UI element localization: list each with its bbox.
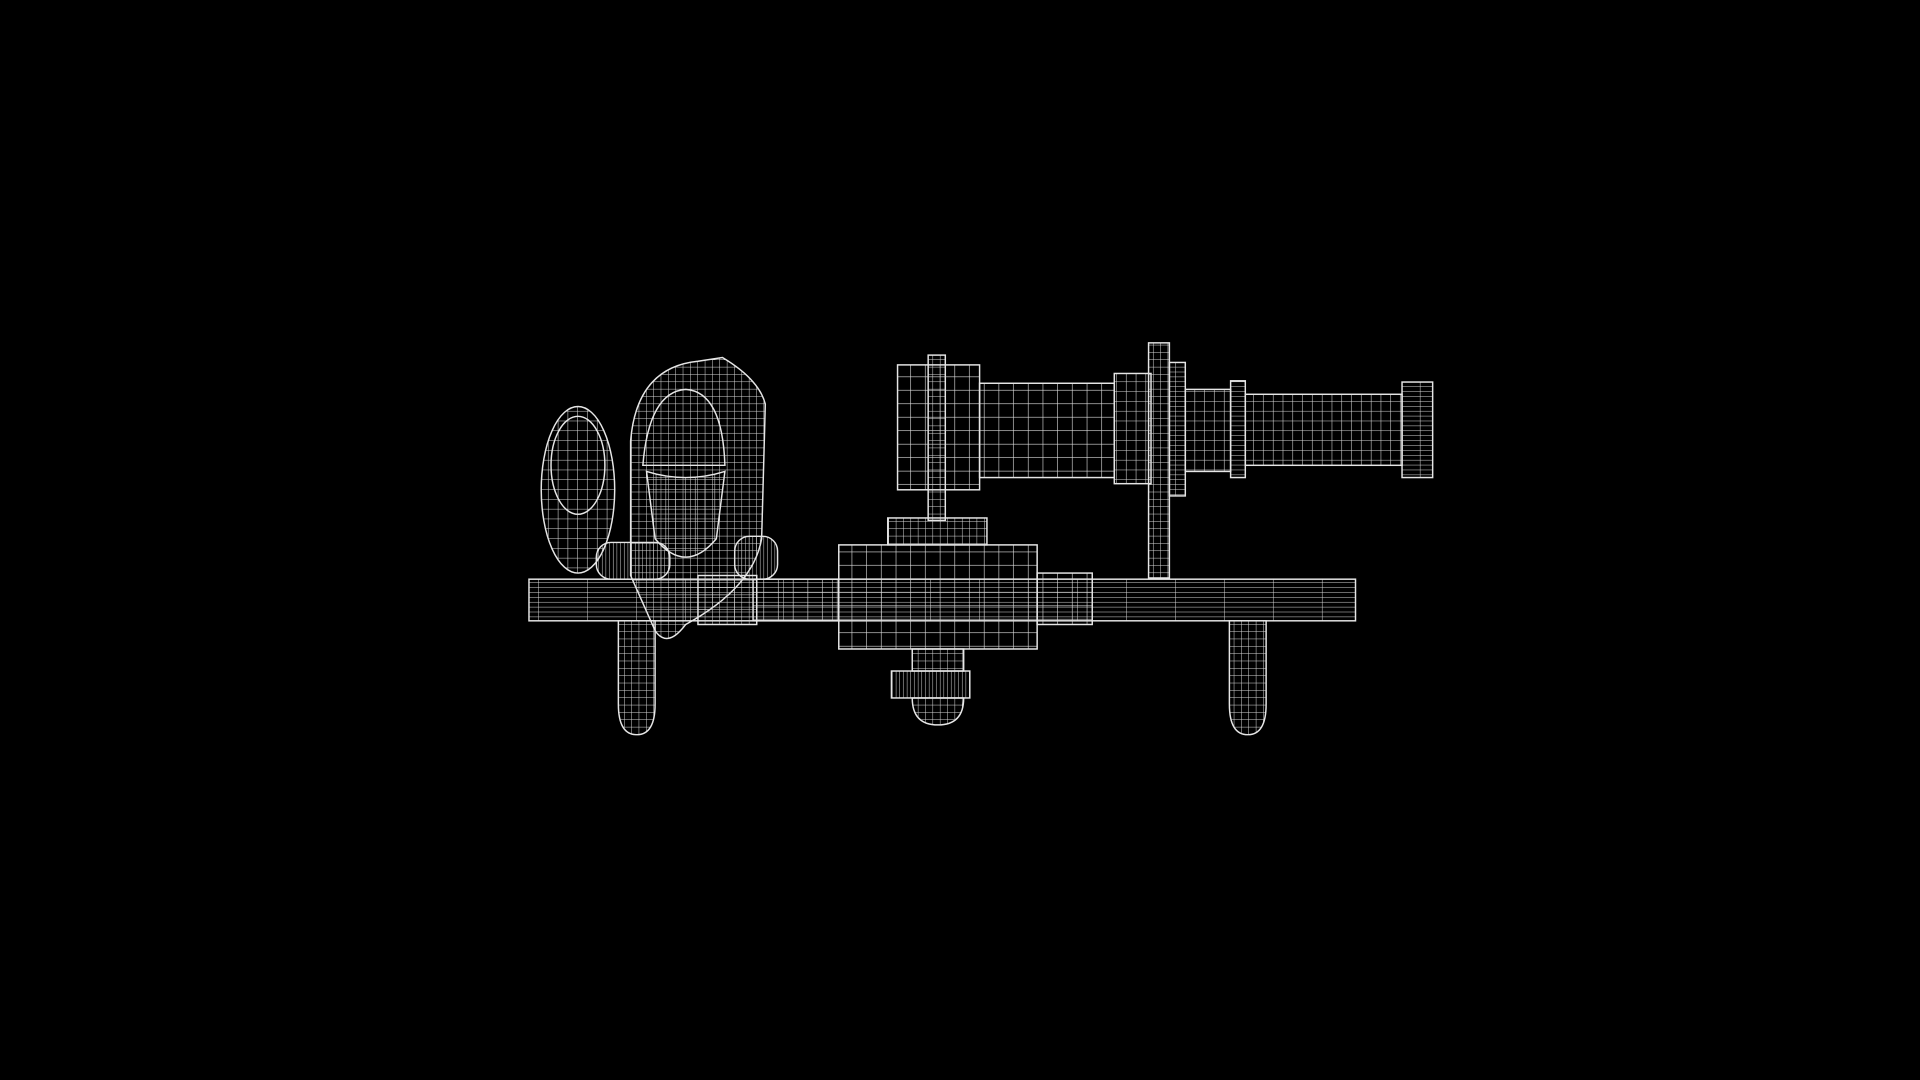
scope-tube xyxy=(896,342,1434,579)
left-leg xyxy=(617,620,656,736)
right-leg xyxy=(1228,620,1267,736)
left-disc xyxy=(540,405,616,574)
center-block xyxy=(838,517,1038,726)
